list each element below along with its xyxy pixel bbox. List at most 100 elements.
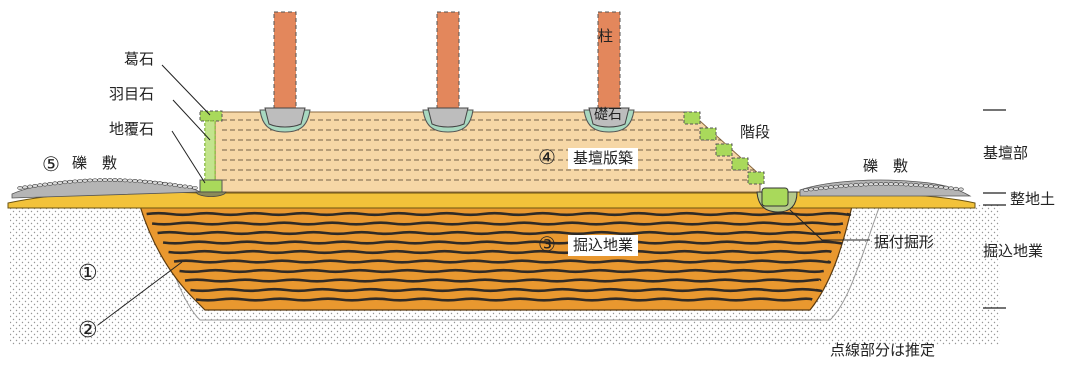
gravel-stone [77,179,83,183]
gravel-stone [182,184,188,189]
gravel-stone [127,178,133,183]
gravel-stone [112,178,118,182]
gravel-stone [938,185,944,190]
excavation-layer [190,287,823,293]
excavation-layer [157,230,841,236]
foundation-stone-label: 礎石 [594,107,622,123]
gravel-stone [92,178,98,183]
gravel-stone [72,179,78,184]
gravel-stone [27,184,33,189]
gravel-stone [893,182,899,187]
hameishi-stone [205,121,215,181]
gravel-stone [883,182,889,186]
excavation-layer [151,221,844,226]
gravel-stone [958,187,964,192]
gravel-stone [187,185,193,190]
stair-step [747,171,765,185]
legend-platform: 基壇部 [983,144,1029,162]
pillar [273,11,297,113]
excavation-layer [146,211,852,217]
gravel-stone [953,186,959,191]
gravel-stone [913,183,919,187]
foundation-trench-left [195,191,227,197]
gravel-stone [82,178,88,183]
gravel-stone [878,182,884,186]
excavation-pit [139,205,853,311]
gravel-stone [818,186,824,191]
stairs [683,111,765,185]
gravel-stone [858,182,864,187]
gravel-stone [132,179,138,183]
gravel-stone [122,178,128,183]
gravel-stone [808,187,814,192]
gravel-stone [192,185,198,190]
gravel-stone [943,185,949,190]
stair-base-stone [761,187,789,207]
gravel-stone [22,185,28,190]
gravel-stone [102,178,108,182]
gravel-stone [823,185,829,190]
platform-label: 基壇版築 [568,148,639,169]
gravel-stone [933,184,939,189]
leader-line [789,209,870,241]
stair-step [683,111,701,125]
pillar [436,11,460,113]
katsura-ishi-stone [199,110,223,122]
stair-step [715,143,733,157]
gravel-stone [172,183,178,187]
circled-number-2: ② [78,318,98,343]
gravel-stone [157,181,163,186]
excavation-layer [168,249,833,255]
pillar-label: 柱 [598,27,614,45]
excavation-layers [146,211,852,302]
leader-line [172,99,211,141]
gravel-stone [828,185,834,190]
circled-number-1: ① [78,261,98,286]
jifukuishi-label: 地覆石 [109,120,155,138]
hameishi-label: 羽目石 [109,85,155,103]
gravel-stone [17,186,23,190]
gravel-paving-right [799,179,972,197]
gravel-stone [923,183,929,188]
circled-number-3: ③ [538,232,556,256]
gravel-right-label: 礫 敷 [863,157,909,175]
gravel-stone [898,182,904,187]
gravel-stone [853,183,859,187]
foundation-stone [588,107,630,128]
gravel-stone [107,178,113,182]
gravel-stone [803,188,809,192]
excavation-layer [179,268,824,274]
gravel-stone [147,180,153,185]
gravel-stone [838,184,844,189]
platform-layer-lines [222,119,756,181]
gravel-stone [177,183,183,188]
gravel-stone [873,182,879,187]
leader-line [171,130,206,184]
stair-step [699,127,717,141]
gravel-stone [843,183,849,188]
stair-step [731,157,749,171]
gravel-stone [162,181,168,186]
excavation-fill-label: 掘込地業 [568,235,639,256]
gravel-stone [928,184,934,189]
gravel-stone [863,182,869,187]
gravel-left-label: 礫 敷 [72,154,118,172]
circled-number-5: ⑤ [42,152,60,176]
gravel-stone [87,178,93,183]
stairs-label: 階段 [740,123,771,141]
gravel-stone [67,179,73,184]
legend-leveling-soil: 整地土 [1010,190,1056,208]
gravel-stone [888,182,894,186]
gravel-stone [42,182,48,187]
gravel-stone [47,182,53,186]
gravel-stone [903,182,909,187]
leader-line [161,64,211,116]
gravel-stone [813,186,819,191]
excavation-layer [184,278,822,283]
gravel-stone [62,180,68,185]
gravel-stone [32,183,38,188]
gravel-stone [848,183,854,188]
gravel-stone [152,180,158,185]
gravel-stone [57,180,63,185]
